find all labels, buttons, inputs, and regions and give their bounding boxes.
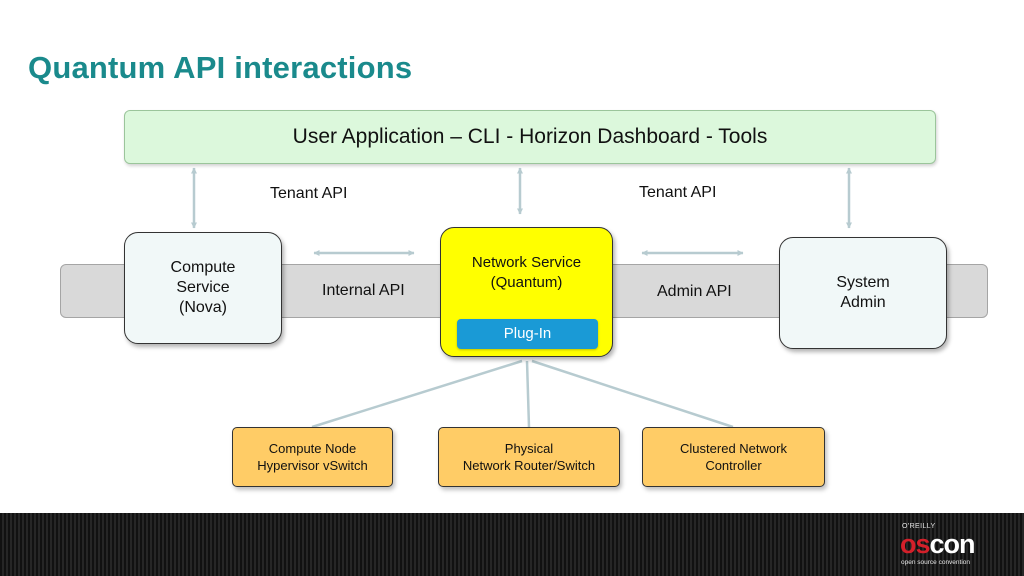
compute-service-node: Compute Service (Nova) <box>124 232 282 344</box>
oscon-logo: O'REILLY oscon open source convention <box>900 523 1002 569</box>
logo-word-con: con <box>929 529 976 559</box>
physical-router-switch-label: Physical Network Router/Switch <box>462 441 596 473</box>
plugin-link-cluster-controller <box>531 359 734 429</box>
plugin-link-physical-router <box>525 360 531 428</box>
compute-service-label: Compute Service (Nova) <box>170 259 236 316</box>
network-service-label: Network Service (Quantum) <box>471 254 582 291</box>
logo-wordmark: oscon <box>900 529 976 559</box>
plugin-box: Plug-In <box>457 319 598 349</box>
user-application-box: User Application – CLI - Horizon Dashboa… <box>124 110 936 164</box>
plugin-link-compute-node <box>311 359 523 429</box>
page-title: Quantum API interactions <box>28 50 413 85</box>
admin-api-label: Admin API <box>657 283 732 300</box>
internal-api-label: Internal API <box>322 282 405 299</box>
tenant-api-label-left: Tenant API <box>270 185 348 202</box>
footer-bar: O'REILLY oscon open source convention <box>0 513 1024 576</box>
logo-word-os: os <box>900 529 930 559</box>
physical-router-switch-box: Physical Network Router/Switch <box>438 427 620 487</box>
logo-tagline: open source convention <box>901 559 971 566</box>
system-admin-label: System Admin <box>836 274 890 311</box>
logo-publisher: O'REILLY <box>902 523 936 530</box>
system-admin-node: System Admin <box>779 237 947 349</box>
tenant-api-label-right: Tenant API <box>639 184 717 201</box>
clustered-network-controller-box: Clustered Network Controller <box>642 427 825 487</box>
network-service-node: Network Service (Quantum) Plug-In <box>440 227 613 357</box>
clustered-network-controller-label: Clustered Network Controller <box>680 441 787 473</box>
compute-node-vswitch-label: Compute Node Hypervisor vSwitch <box>257 441 368 473</box>
compute-node-vswitch-box: Compute Node Hypervisor vSwitch <box>232 427 393 487</box>
